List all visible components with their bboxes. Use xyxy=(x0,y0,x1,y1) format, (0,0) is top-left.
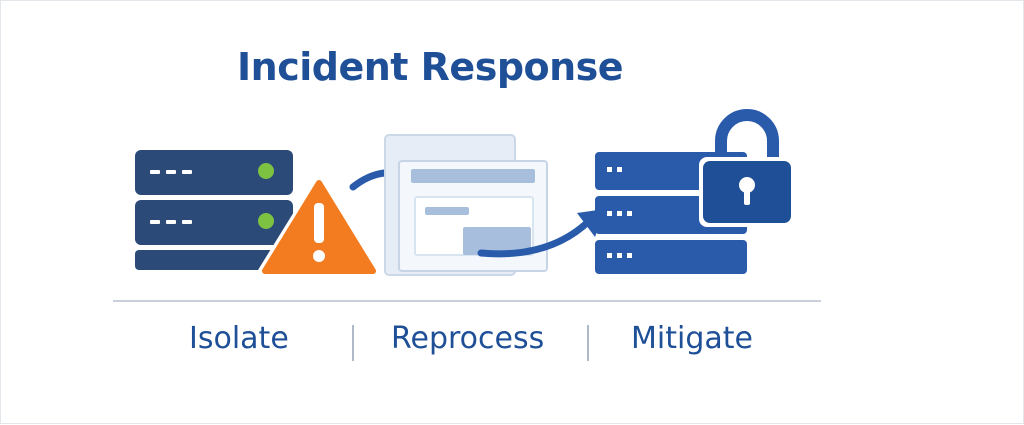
window-reprocess-icon xyxy=(384,134,548,276)
warning-icon xyxy=(257,176,381,278)
lock-icon xyxy=(699,109,795,227)
step-label-reprocess: Reprocess xyxy=(391,321,545,356)
server-lock-icon xyxy=(595,109,795,274)
step-separator xyxy=(352,325,354,361)
step-label-isolate: Isolate xyxy=(189,321,289,356)
step-separator xyxy=(587,325,589,361)
divider-line xyxy=(113,300,821,302)
diagram-title: Incident Response xyxy=(237,45,624,89)
server-warning-icon xyxy=(135,150,381,278)
step-label-mitigate: Mitigate xyxy=(631,321,753,356)
